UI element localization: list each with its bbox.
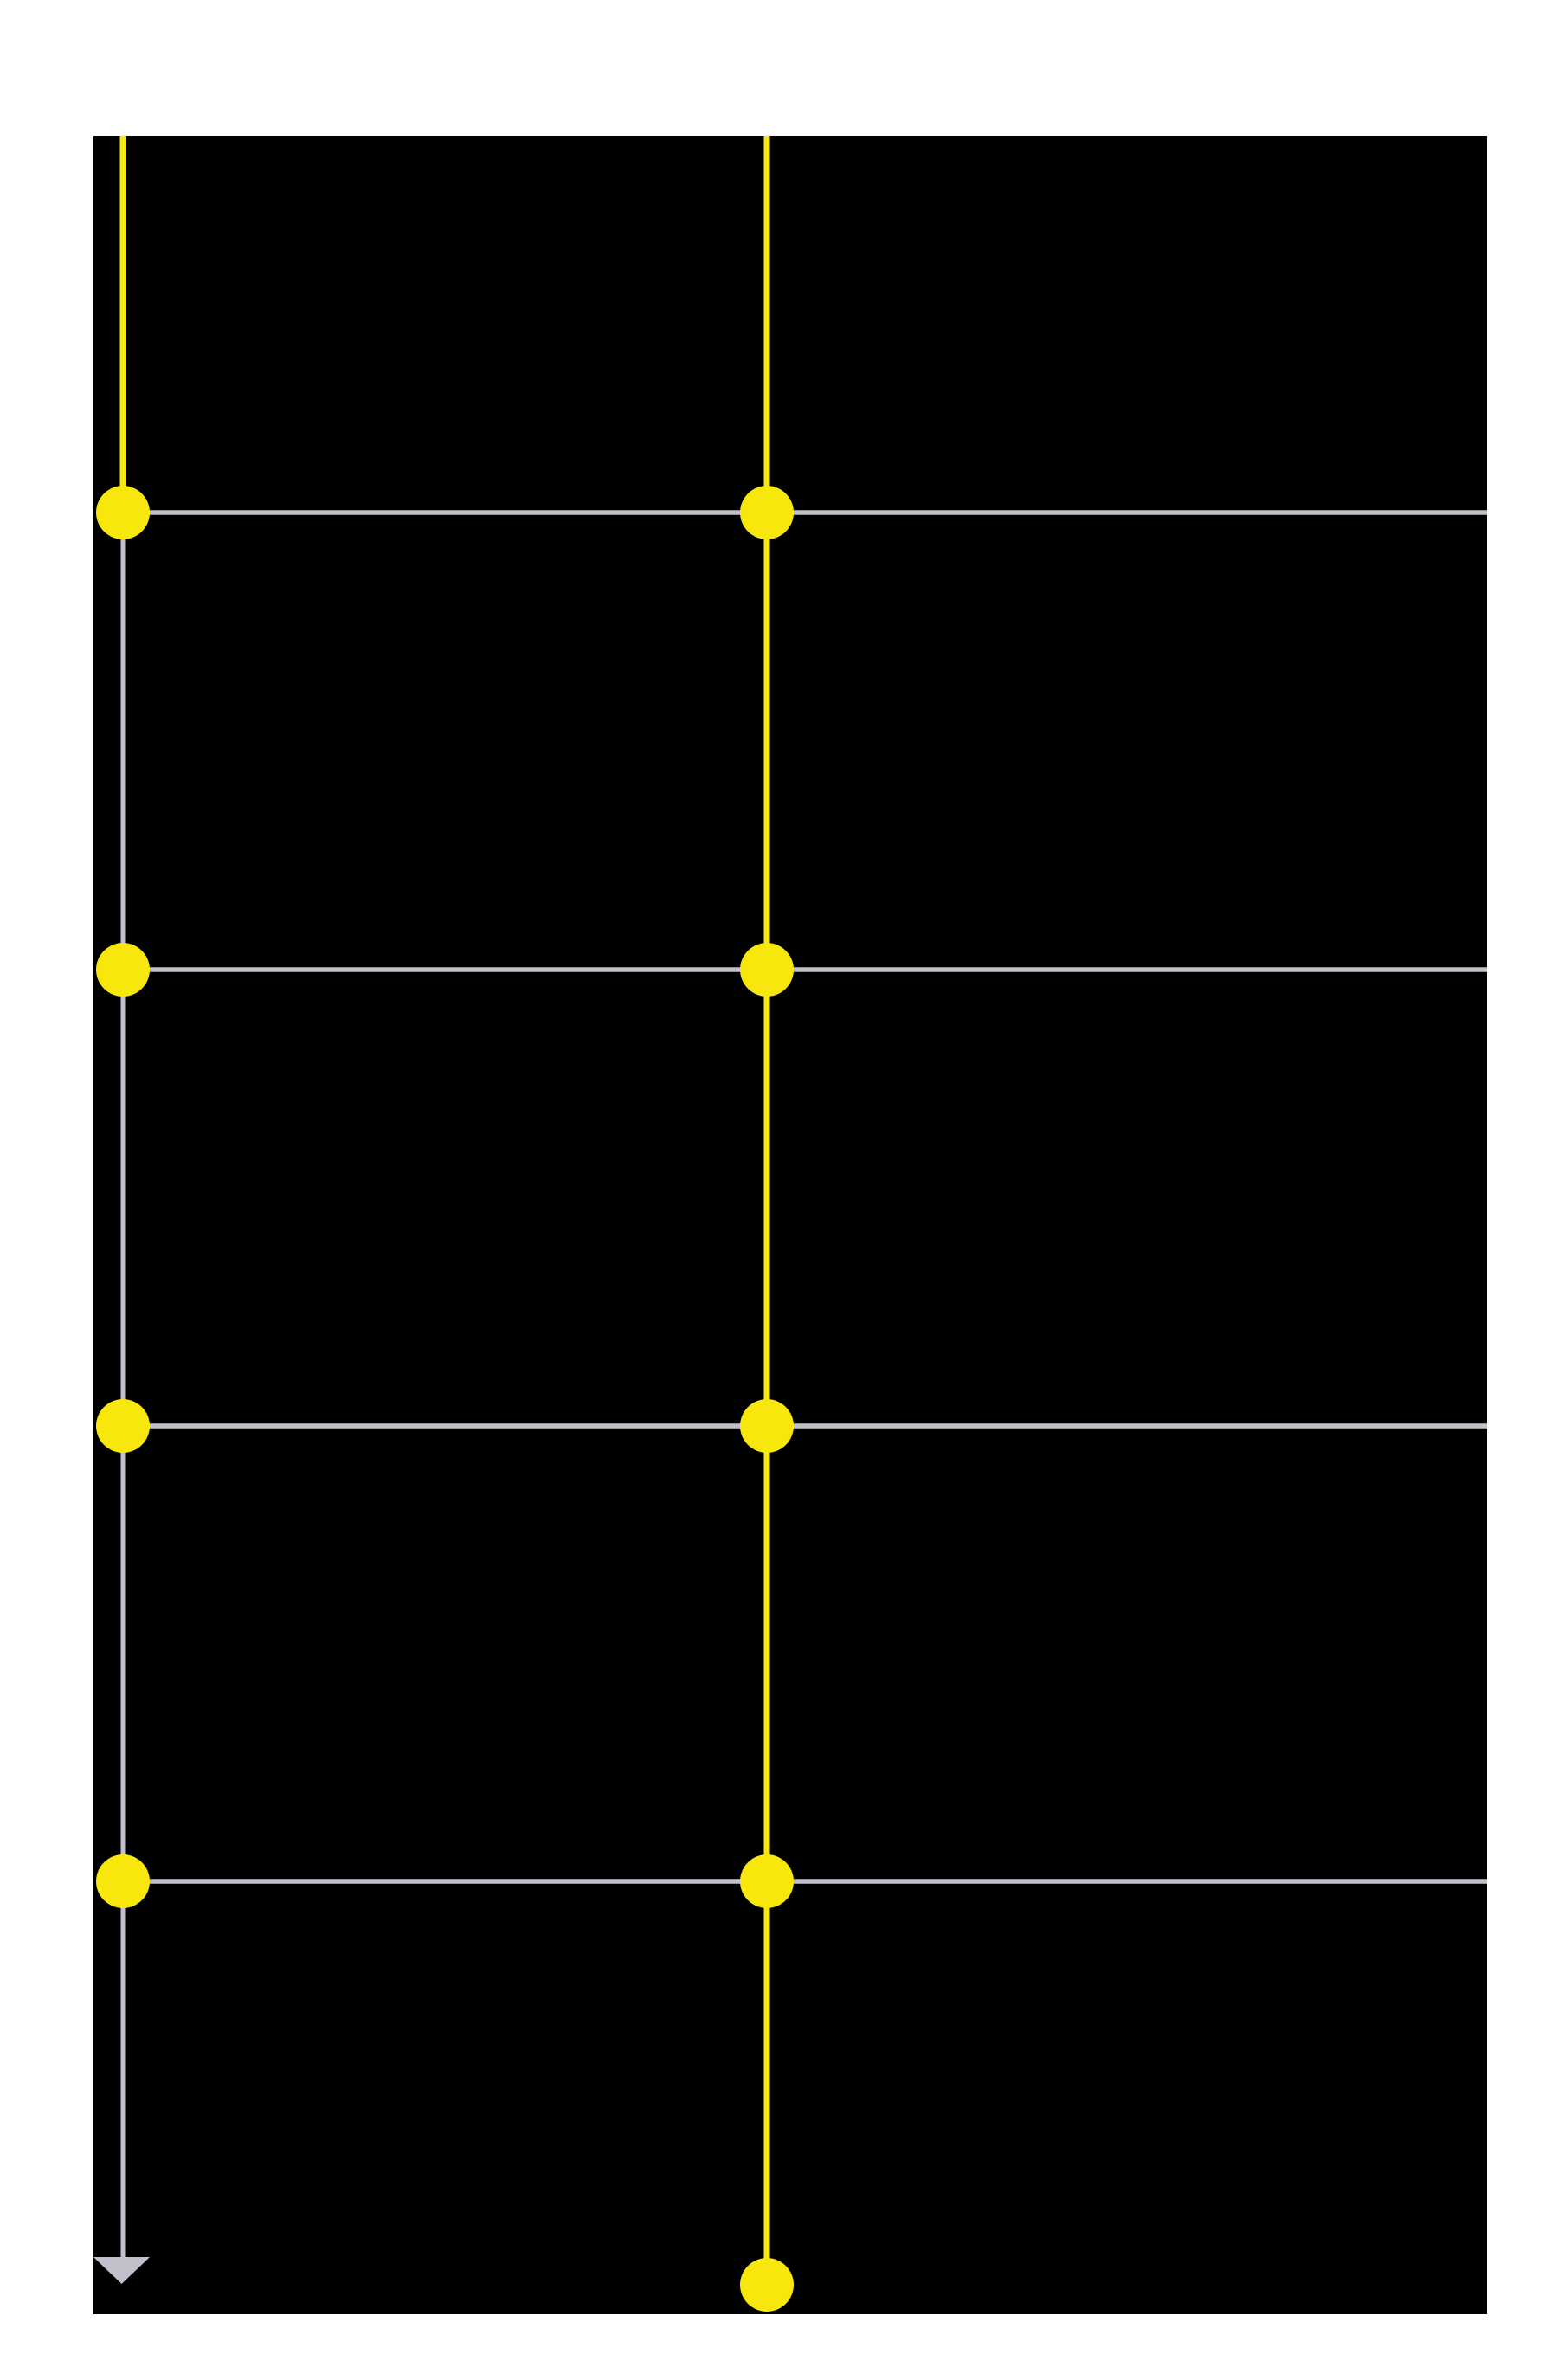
node-dot-6: [740, 943, 794, 997]
down-arrow-icon: [93, 2257, 150, 2284]
node-dot-9: [740, 2258, 794, 2312]
node-dot-1: [96, 486, 150, 539]
node-dot-4: [96, 1854, 150, 1908]
node-dot-3: [96, 1399, 150, 1453]
node-dot-5: [740, 486, 794, 539]
node-dot-8: [740, 1854, 794, 1908]
node-dot-7: [740, 1399, 794, 1453]
black-panel: [93, 136, 1487, 2314]
node-dot-2: [96, 943, 150, 997]
